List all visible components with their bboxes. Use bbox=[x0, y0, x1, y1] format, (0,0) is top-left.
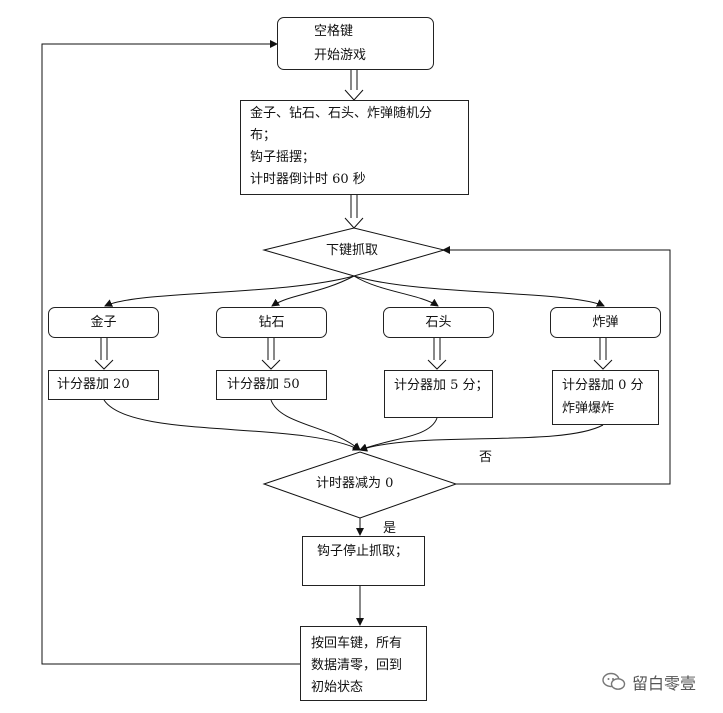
hollow-arrow-gold bbox=[94, 338, 114, 370]
stop-box: 钩子停止抓取； bbox=[302, 536, 425, 586]
init-line-3: 钩子摇摆； bbox=[250, 150, 316, 165]
branch-arrow-bomb bbox=[353, 275, 605, 307]
item-box-diamond: 钻石 bbox=[216, 307, 327, 338]
result-box-bomb: 计分器加 0 分 炸弹爆炸 bbox=[552, 370, 659, 425]
result-bomb-line-1: 计分器加 0 分 bbox=[562, 378, 644, 393]
no-label: 否 bbox=[479, 450, 493, 465]
no-loop-arrow bbox=[442, 246, 671, 485]
init-line-2: 布； bbox=[250, 128, 277, 143]
wechat-icon bbox=[602, 672, 626, 690]
reset-line-1: 按回车键，所有 bbox=[311, 636, 403, 651]
watermark: 留白零壹 bbox=[602, 670, 696, 694]
branch-arrow-gold bbox=[104, 275, 355, 307]
result-box-stone: 计分器加 5 分； bbox=[384, 370, 493, 418]
reset-loop-arrow bbox=[41, 40, 300, 665]
item-box-bomb: 炸弹 bbox=[550, 307, 661, 338]
timer-decision-diamond bbox=[262, 451, 458, 519]
merge-curve-diamond bbox=[270, 399, 361, 451]
result-box-gold: 计分器加 20 bbox=[48, 370, 159, 400]
reset-line-2: 数据清零，回到 bbox=[311, 658, 403, 673]
init-line-4: 计时器倒计时 60 秒 bbox=[250, 172, 366, 187]
hollow-arrow-diamond bbox=[261, 338, 281, 370]
merge-curve-gold bbox=[103, 399, 361, 451]
reset-line-3: 初始状态 bbox=[311, 680, 364, 695]
grab-decision-label: 下键抓取 bbox=[326, 243, 379, 258]
watermark-text: 留白零壹 bbox=[632, 674, 697, 693]
result-box-diamond: 计分器加 50 bbox=[216, 370, 327, 400]
branch-arrow-stone bbox=[353, 275, 439, 307]
merge-curve-bomb bbox=[359, 424, 604, 452]
result-bomb-line-2: 炸弹爆炸 bbox=[562, 401, 615, 416]
hollow-arrow-stone bbox=[427, 338, 447, 370]
hollow-arrow-bomb bbox=[593, 338, 613, 370]
grab-decision-diamond bbox=[262, 227, 446, 277]
start-line-1: 空格键 bbox=[314, 24, 354, 39]
init-line-1: 金子、钻石、石头、炸弹随机分 bbox=[250, 106, 433, 121]
item-box-gold: 金子 bbox=[48, 307, 159, 338]
branch-arrow-diamond bbox=[271, 275, 355, 307]
yes-label: 是 bbox=[383, 521, 397, 536]
start-line-2: 开始游戏 bbox=[314, 48, 367, 63]
start-box: 空格键 开始游戏 bbox=[277, 17, 434, 70]
reset-box: 按回车键，所有 数据清零，回到 初始状态 bbox=[300, 626, 427, 701]
merge-curve-stone bbox=[359, 417, 438, 452]
timer-decision-label: 计时器减为 0 bbox=[316, 476, 394, 491]
item-box-stone: 石头 bbox=[383, 307, 494, 338]
hollow-arrow-init-grab bbox=[344, 195, 364, 229]
hollow-arrow-start-init bbox=[344, 70, 364, 101]
init-box: 金子、钻石、石头、炸弹随机分 布； 钩子摇摆； 计时器倒计时 60 秒 bbox=[240, 100, 469, 195]
